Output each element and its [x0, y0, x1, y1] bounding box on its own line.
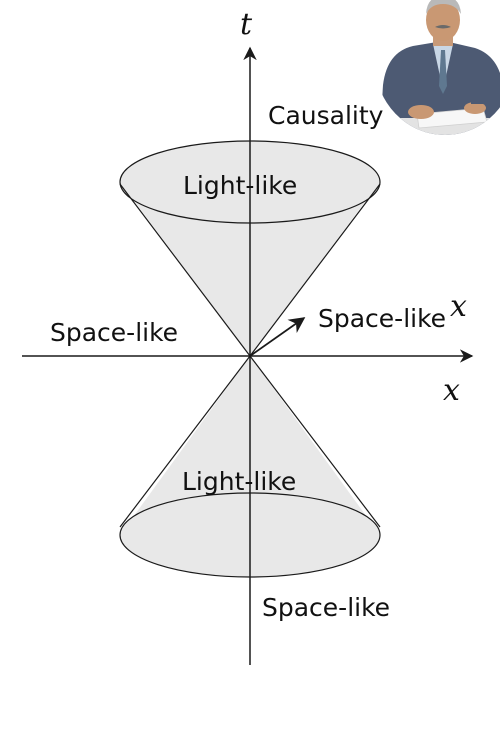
- left-space-like-label: Space-like: [50, 318, 179, 347]
- space-like-arrow: [249, 317, 306, 357]
- bottom-space-like-label: Space-like: [262, 593, 391, 622]
- past-cone-left-edge: [119, 355, 251, 528]
- t-axis-label: t: [240, 7, 253, 42]
- past-cone-right-edge: [249, 355, 381, 528]
- arrow-space-like-label: Space-like: [318, 304, 447, 333]
- causality-title: Causality: [268, 101, 384, 130]
- future-cone-right-edge: [249, 183, 381, 357]
- upper-cone-label: Light-like: [183, 171, 298, 200]
- man-signing-document-icon: [375, 0, 500, 135]
- x-axis-label: x: [443, 373, 460, 408]
- lower-cone-label: Light-like: [182, 467, 297, 496]
- arrow-x-label: x: [450, 289, 467, 324]
- avatar: [375, 0, 500, 135]
- future-cone-left-edge: [119, 183, 251, 357]
